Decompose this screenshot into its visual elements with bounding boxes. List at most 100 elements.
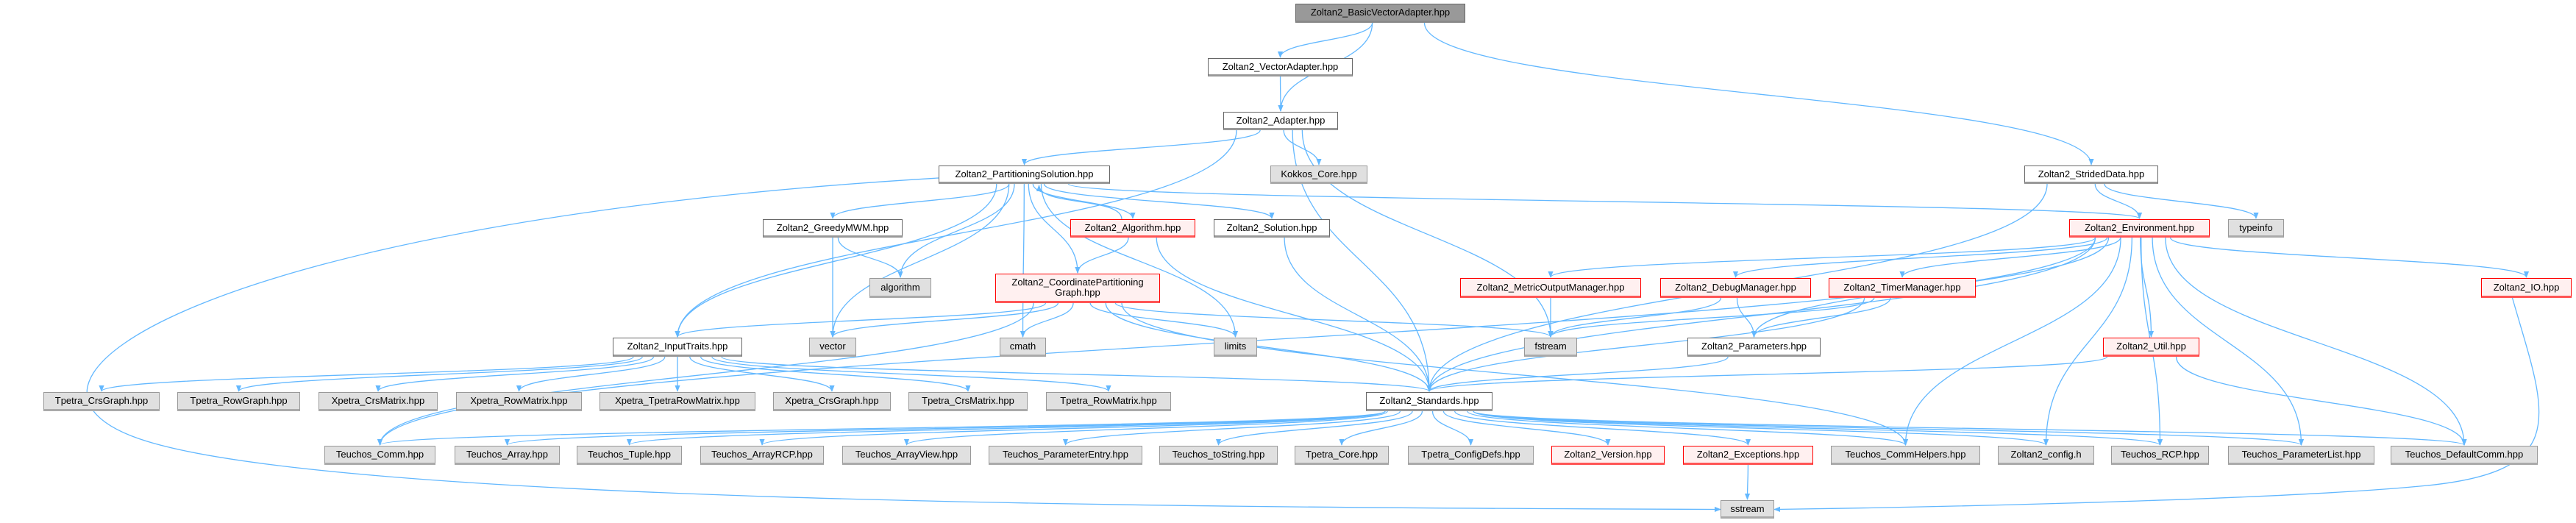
edge-standards-to-tcommhelpers <box>1467 410 1908 446</box>
edge-standards-to-exceptions <box>1454 410 1751 446</box>
node-vector[interactable]: vector <box>809 338 856 357</box>
node-trowmatrix[interactable]: Tpetra_RowMatrix.hpp <box>1046 392 1171 411</box>
node-trcp[interactable]: Teuchos_RCP.hpp <box>2111 446 2209 465</box>
edge-inputtraits-to-trowmatrix <box>711 356 1111 392</box>
edge-inputtraits-to-tcrsmatrix <box>700 356 971 392</box>
edge-standards-to-tpcore <box>1339 410 1423 446</box>
edge-standards-to-tarray <box>505 410 1386 446</box>
node-exceptions[interactable]: Zoltan2_Exceptions.hpp <box>1683 446 1813 465</box>
node-sstream[interactable]: sstream <box>1721 500 1774 519</box>
edge-env-to-util <box>2140 237 2155 338</box>
node-metric[interactable]: Zoltan2_MetricOutputManager.hpp <box>1460 278 1641 298</box>
edge-timer-to-fstream <box>1548 297 1875 338</box>
node-adapter[interactable]: Zoltan2_Adapter.hpp <box>1223 112 1338 130</box>
node-tcomm[interactable]: Teuchos_Comm.hpp <box>324 446 435 465</box>
node-basic[interactable]: Zoltan2_BasicVectorAdapter.hpp <box>1295 4 1465 23</box>
edge-inputtraits-to-xcrsmatrix <box>375 356 655 392</box>
node-tcrsmatrix[interactable]: Tpetra_CrsMatrix.hpp <box>908 392 1028 411</box>
edge-inputtraits-to-tcrsgraph <box>99 356 634 392</box>
edge-io-to-sstream <box>1773 297 2540 513</box>
node-xcrsgraph[interactable]: Xpetra_CrsGraph.hpp <box>773 392 891 411</box>
node-tcommhelpers[interactable]: Teuchos_CommHelpers.hpp <box>1831 446 1980 465</box>
edge-strided-to-env <box>2094 183 2143 219</box>
edge-timer-to-standards <box>1426 297 1865 392</box>
node-xrowmatrix[interactable]: Xpetra_RowMatrix.hpp <box>456 392 582 411</box>
edge-basic-to-strided <box>1423 22 2094 166</box>
edge-env-to-io <box>2169 237 2529 278</box>
node-vecad[interactable]: Zoltan2_VectorAdapter.hpp <box>1208 58 1353 77</box>
node-version[interactable]: Zoltan2_Version.hpp <box>1551 446 1665 465</box>
edge-cpg-to-standards <box>1105 302 1432 392</box>
node-tpconfig[interactable]: Tpetra_ConfigDefs.hpp <box>1408 446 1534 465</box>
node-tpcore[interactable]: Tpetra_Core.hpp <box>1295 446 1389 465</box>
edge-inputtraits-to-xrowmatrix <box>516 356 666 392</box>
node-algorithm[interactable]: algorithm <box>869 278 931 298</box>
node-ttuple[interactable]: Teuchos_Tuple.hpp <box>577 446 682 465</box>
node-cmath[interactable]: cmath <box>1000 338 1046 357</box>
edge-psol-to-cpg <box>1028 183 1081 274</box>
node-tarrayview[interactable]: Teuchos_ArrayView.hpp <box>842 446 971 465</box>
edge-standards-to-tarrayview <box>904 410 1388 446</box>
edge-algo-to-standards <box>1156 237 1432 392</box>
node-env[interactable]: Zoltan2_Environment.hpp <box>2069 219 2210 238</box>
node-standards[interactable]: Zoltan2_Standards.hpp <box>1366 392 1492 411</box>
edge-psol-to-cmath <box>1020 183 1026 338</box>
edge-timer-to-params <box>1751 297 1891 338</box>
edge-standards-to-version <box>1442 410 1611 446</box>
node-config[interactable]: Zoltan2_config.h <box>1998 446 2094 465</box>
node-algo[interactable]: Zoltan2_Algorithm.hpp <box>1070 219 1195 238</box>
node-sol[interactable]: Zoltan2_Solution.hpp <box>1214 219 1330 238</box>
edge-adapter-to-fstream <box>1301 129 1554 338</box>
edge-psol-to-limits <box>1040 183 1239 338</box>
node-cpg[interactable]: Zoltan2_CoordinatePartitioning Graph.hpp <box>995 274 1160 303</box>
edge-debug-to-fstream <box>1548 297 1722 338</box>
edge-strided-to-typeinfo <box>2104 183 2259 219</box>
edge-greedy-to-algorithm <box>837 237 903 278</box>
node-psol[interactable]: Zoltan2_PartitioningSolution.hpp <box>939 166 1110 184</box>
node-tcrsgraph[interactable]: Tpetra_CrsGraph.hpp <box>43 392 160 411</box>
edge-adapter-to-inputtraits <box>675 129 1237 338</box>
node-params[interactable]: Zoltan2_Parameters.hpp <box>1687 338 1821 357</box>
edge-inputtraits-to-standards <box>721 356 1432 392</box>
edge-sol-to-standards <box>1284 237 1432 392</box>
node-xtrowmatrix[interactable]: Xpetra_TpetraRowMatrix.hpp <box>599 392 755 411</box>
edge-psol-to-sol <box>1043 183 1275 219</box>
edge-basic-to-vecad <box>1277 22 1373 58</box>
edge-cpg-to-inputtraits <box>675 302 1047 338</box>
node-tparamentry[interactable]: Teuchos_ParameterEntry.hpp <box>989 446 1142 465</box>
node-tarray[interactable]: Teuchos_Array.hpp <box>455 446 560 465</box>
edge-inputtraits-to-trowgraph <box>236 356 643 392</box>
node-timer[interactable]: Zoltan2_TimerManager.hpp <box>1829 278 1976 298</box>
edge-psol-to-greedy <box>830 183 1010 219</box>
edge-standards-to-tarrayrcp <box>759 410 1386 446</box>
node-strided[interactable]: Zoltan2_StridedData.hpp <box>2024 166 2158 184</box>
node-util[interactable]: Zoltan2_Util.hpp <box>2103 338 2199 357</box>
node-tdefcomm[interactable]: Teuchos_DefaultComm.hpp <box>2391 446 2538 465</box>
edge-env-to-tcommhelpers <box>1902 237 2121 446</box>
edge-cpg-to-vector <box>830 302 1059 338</box>
node-fstream[interactable]: fstream <box>1524 338 1577 357</box>
edge-env-to-tdefcomm <box>2165 237 2467 446</box>
edge-env-to-tparamlist <box>2152 237 2305 446</box>
node-io[interactable]: Zoltan2_IO.hpp <box>2481 278 2572 298</box>
node-kokkos[interactable]: Kokkos_Core.hpp <box>1270 166 1367 184</box>
edge-psol-to-algo <box>1032 183 1136 219</box>
node-tarrayrcp[interactable]: Teuchos_ArrayRCP.hpp <box>700 446 824 465</box>
edge-env-to-metric <box>1548 237 2096 278</box>
node-trowgraph[interactable]: Tpetra_RowGraph.hpp <box>177 392 300 411</box>
node-greedy[interactable]: Zoltan2_GreedyMWM.hpp <box>763 219 903 238</box>
node-debug[interactable]: Zoltan2_DebugManager.hpp <box>1660 278 1811 298</box>
node-limits[interactable]: limits <box>1214 338 1257 357</box>
node-ttostring[interactable]: Teuchos_toString.hpp <box>1159 446 1278 465</box>
edge-psol-to-algorithm <box>897 183 1015 278</box>
edge-env-to-timer <box>1899 237 2121 278</box>
edge-adapter-to-psol <box>1021 129 1261 166</box>
node-tparamlist[interactable]: Teuchos_ParameterList.hpp <box>2228 446 2374 465</box>
node-typeinfo[interactable]: typeinfo <box>2228 219 2284 238</box>
edge-algo-to-psol <box>1036 185 1122 220</box>
node-inputtraits[interactable]: Zoltan2_InputTraits.hpp <box>613 338 742 357</box>
edge-standards-to-ttuple <box>627 410 1386 446</box>
edge-psol-to-inputtraits <box>675 183 997 338</box>
node-xcrsmatrix[interactable]: Xpetra_CrsMatrix.hpp <box>319 392 438 411</box>
